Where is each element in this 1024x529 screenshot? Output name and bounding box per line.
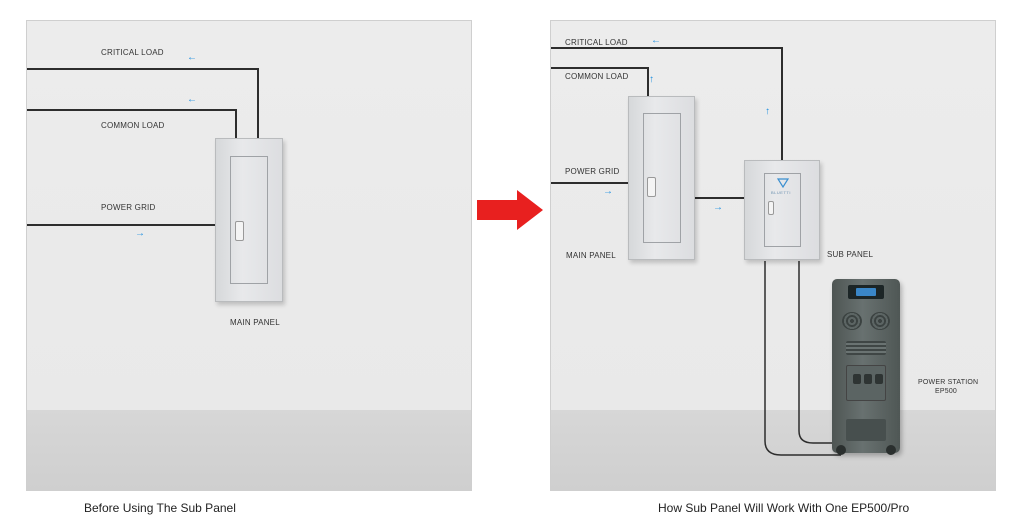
main-panel-door xyxy=(643,113,681,243)
critical-load-wire xyxy=(27,68,259,70)
before-diagram: CRITICAL LOAD COMMON LOAD POWER GRID MAI… xyxy=(26,20,472,491)
station-wheel-right xyxy=(886,445,896,455)
station-base xyxy=(846,419,886,441)
power-grid-label: POWER GRID xyxy=(565,167,620,176)
floor xyxy=(27,410,471,490)
power-station-label-line2: EP500 xyxy=(935,388,958,395)
arrow-right-icon: → xyxy=(135,228,145,239)
common-load-wire xyxy=(551,67,649,69)
arrow-up-icon: ↑ xyxy=(765,106,770,117)
power-station-label-line1: POWER STATION xyxy=(918,379,979,386)
critical-load-wire xyxy=(551,47,783,49)
common-load-wire-drop xyxy=(235,109,237,140)
main-to-sub-wire xyxy=(695,197,745,199)
arrow-right-icon: → xyxy=(603,186,613,197)
before-caption: Before Using The Sub Panel xyxy=(84,501,236,515)
station-outlet-panel xyxy=(846,365,886,401)
main-panel-door xyxy=(230,156,268,284)
main-panel-label: MAIN PANEL xyxy=(230,318,280,327)
outlet-icon xyxy=(875,374,883,384)
floor xyxy=(551,410,995,490)
outlet-icon xyxy=(864,374,872,384)
station-vent xyxy=(846,341,886,355)
arrow-up-icon: ↑ xyxy=(649,74,654,85)
fan-left-icon xyxy=(842,312,862,330)
power-grid-wire xyxy=(27,224,217,226)
critical-load-wire-drop xyxy=(257,68,259,140)
main-panel xyxy=(215,138,283,302)
bluetti-logo-icon xyxy=(777,178,789,188)
common-load-wire-drop xyxy=(647,67,649,97)
sub-panel-handle xyxy=(768,201,774,215)
main-panel xyxy=(628,96,695,260)
common-load-wire xyxy=(27,109,237,111)
arrow-right-icon: → xyxy=(713,202,723,213)
critical-load-label: CRITICAL LOAD xyxy=(565,38,628,47)
station-display xyxy=(848,285,884,299)
sub-panel: BLUETTI xyxy=(744,160,820,260)
after-diagram: CRITICAL LOAD COMMON LOAD POWER GRID MAI… xyxy=(550,20,996,491)
arrow-left-icon: ← xyxy=(187,94,197,105)
big-right-arrow-icon xyxy=(477,190,543,230)
critical-load-wire-drop xyxy=(781,47,783,161)
arrow-left-icon: ← xyxy=(651,35,661,46)
power-grid-wire xyxy=(551,182,629,184)
main-panel-handle xyxy=(647,177,656,197)
arrow-left-icon: ← xyxy=(187,52,197,63)
fan-right-icon xyxy=(870,312,890,330)
common-load-label: COMMON LOAD xyxy=(101,121,165,130)
station-wheel-left xyxy=(836,445,846,455)
sub-panel-label: SUB PANEL xyxy=(827,250,874,259)
display-screen xyxy=(856,288,876,296)
station-cables xyxy=(764,261,841,456)
sub-panel-door xyxy=(764,173,801,247)
power-grid-label: POWER GRID xyxy=(101,203,156,212)
main-panel-handle xyxy=(235,221,244,241)
outlet-icon xyxy=(853,374,861,384)
common-load-label: COMMON LOAD xyxy=(565,72,629,81)
sub-panel-brand: BLUETTI xyxy=(771,190,791,195)
main-panel-label: MAIN PANEL xyxy=(566,251,616,260)
after-caption: How Sub Panel Will Work With One EP500/P… xyxy=(658,501,910,515)
critical-load-label: CRITICAL LOAD xyxy=(101,48,164,57)
power-station xyxy=(832,279,900,455)
